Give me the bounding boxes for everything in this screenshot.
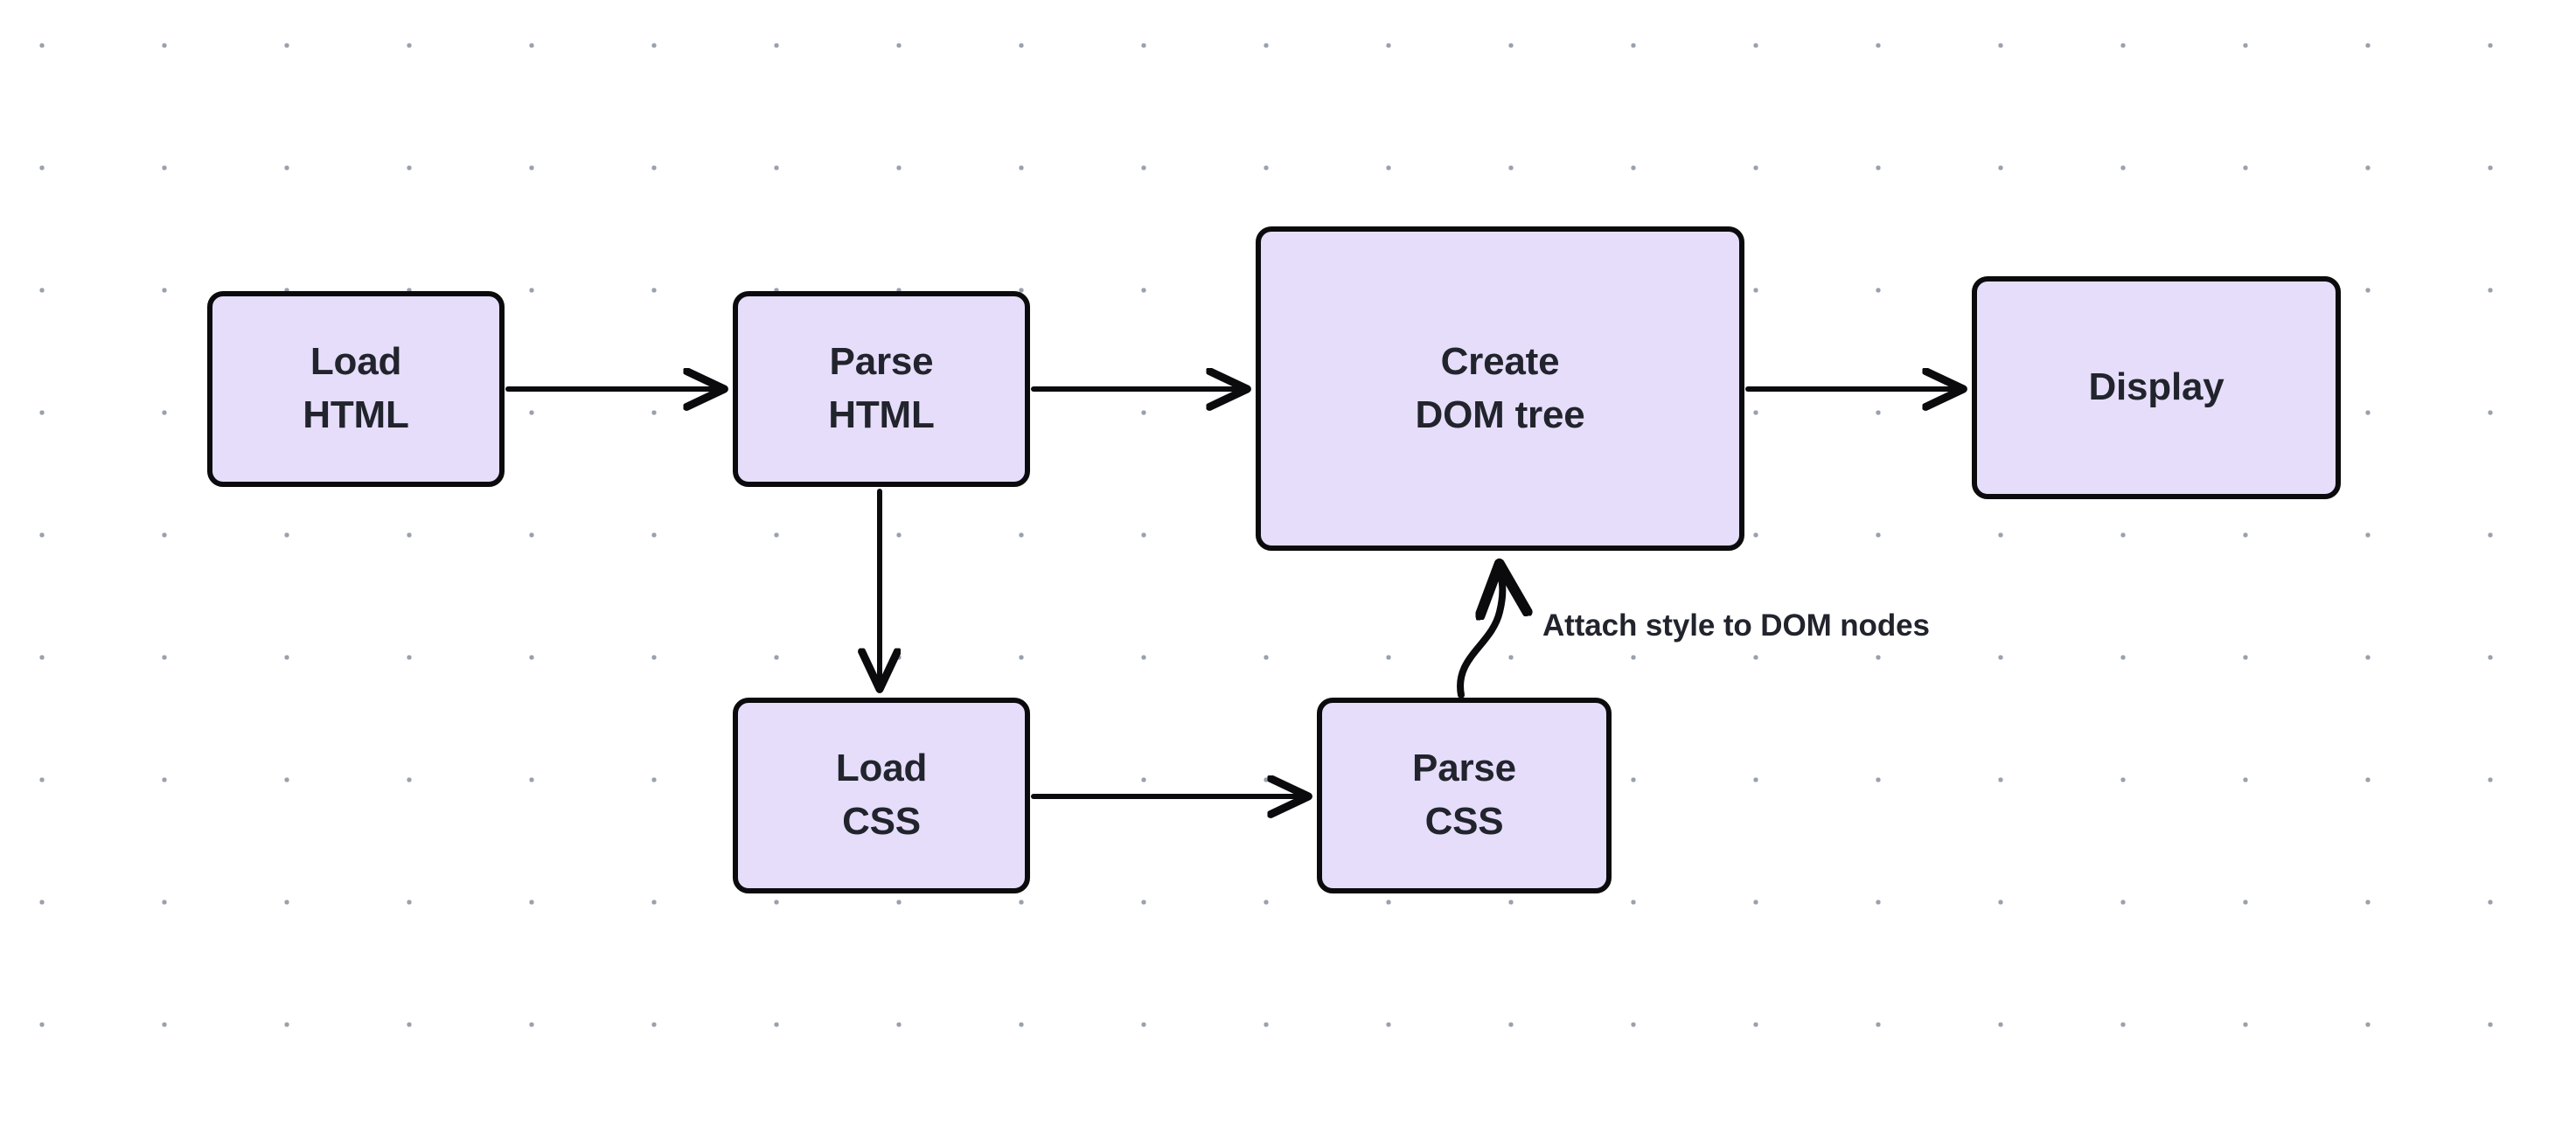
- node-load-css-line-1: Load: [835, 747, 928, 790]
- node-display-line-1: Display: [2088, 365, 2224, 409]
- node-load-html[interactable]: Load HTML: [207, 291, 505, 487]
- edge-parse-css-to-create-dom-tree: [1457, 566, 1502, 699]
- node-parse-html[interactable]: Parse HTML: [733, 291, 1030, 487]
- node-create-dom-tree-line-2: DOM tree: [1415, 393, 1585, 436]
- node-parse-css[interactable]: Parse CSS: [1317, 698, 1612, 893]
- node-load-css[interactable]: Load CSS: [733, 698, 1030, 893]
- node-parse-html-line-1: Parse: [829, 340, 934, 384]
- node-parse-css-line-1: Parse: [1412, 747, 1516, 790]
- node-load-html-line-1: Load: [310, 340, 402, 384]
- node-create-dom-tree[interactable]: Create DOM tree: [1256, 226, 1744, 551]
- node-parse-css-line-2: CSS: [1424, 800, 1504, 843]
- node-display[interactable]: Display: [1972, 276, 2341, 499]
- node-parse-html-line-2: HTML: [828, 393, 935, 436]
- node-load-css-line-2: CSS: [842, 800, 921, 843]
- node-create-dom-tree-line-1: Create: [1440, 339, 1560, 383]
- node-load-html-line-2: HTML: [303, 393, 409, 436]
- edge-label-attach-style: Attach style to DOM nodes: [1542, 608, 1930, 643]
